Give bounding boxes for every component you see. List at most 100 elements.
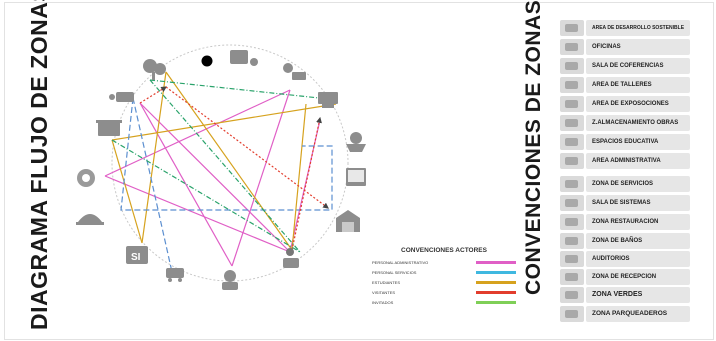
flow-guest-1 <box>149 79 301 253</box>
zone-label: ZONA DE BAÑOS <box>592 238 643 244</box>
zone-label: ZONA DE RECEPCION <box>592 274 657 280</box>
zone-label: OFICINAS <box>592 44 621 50</box>
flow-stud-4 <box>165 71 293 251</box>
legend-label: INVITADOS <box>372 300 394 305</box>
zone-label: AREA DE EXPOSOCIONES <box>592 101 669 107</box>
restroom-icon <box>560 233 584 249</box>
zone-bar <box>586 20 690 36</box>
zone-item-admin: AREA ADMINISTRATIVA <box>560 153 690 169</box>
flow-visit-1 <box>139 86 168 104</box>
zone-bar <box>586 176 690 192</box>
zone-bar <box>586 269 690 285</box>
zone-bar <box>586 153 690 169</box>
zone-nodes: SI <box>76 50 366 290</box>
exhibition-icon <box>318 92 338 108</box>
trees-icon <box>143 59 166 80</box>
warehouse-icon <box>336 210 360 232</box>
flow-stud-5 <box>291 103 307 251</box>
office-icon <box>283 63 306 80</box>
conference-icon <box>109 92 134 102</box>
conference-icon <box>560 58 584 74</box>
flow-admin-4 <box>139 102 291 253</box>
zone-label: AUDITORIOS <box>592 256 630 262</box>
systems-icon <box>560 195 584 211</box>
zone-bar <box>586 251 690 267</box>
zone-bar <box>586 77 690 93</box>
zone-item-sustainable: AREA DE DESARROLLO SOSTENIBLE <box>560 20 690 36</box>
services-icon <box>230 50 258 66</box>
zone-label: AREA DE TALLERES <box>592 82 652 88</box>
flow-admin-3 <box>139 102 233 267</box>
legend-swatch <box>476 281 516 284</box>
flow-guest-3 <box>149 79 339 101</box>
zone-item-restrooms: ZONA DE BAÑOS <box>560 233 690 249</box>
sustainable-icon <box>346 132 366 152</box>
warehouse-icon <box>560 115 584 131</box>
flow-stud-3 <box>141 71 167 244</box>
services-icon <box>560 176 584 192</box>
zone-bar <box>586 287 690 303</box>
zone-bar <box>586 306 690 322</box>
flow-serv-1 <box>120 97 333 211</box>
office-icon <box>560 39 584 55</box>
systems-icon: SI <box>126 246 148 264</box>
admin-icon <box>283 248 299 268</box>
education-icon <box>560 134 584 150</box>
zone-item-offices: OFICINAS <box>560 39 690 55</box>
legend-label: VISITANTES <box>372 290 396 295</box>
parking-icon <box>166 268 184 282</box>
zone-item-systems: SALA DE SISTEMAS <box>560 195 690 211</box>
admin-icon <box>560 153 584 169</box>
legend-swatch <box>476 261 516 264</box>
zone-item-parking: ZONA PARQUEADEROS <box>560 306 690 322</box>
workshop-icon <box>96 120 122 136</box>
legend-swatch <box>476 291 516 294</box>
zone-label: SALA DE COFERENCIAS <box>592 63 664 69</box>
actors-legend-title: CONVENCIONES ACTORES <box>401 247 487 254</box>
zone-bar <box>586 39 690 55</box>
legend-label: PERSONAL ADMINISTRATIVO <box>372 260 429 265</box>
zone-label: ZONA VERDES <box>592 291 643 298</box>
legend-swatch <box>476 271 516 274</box>
zone-item-reception: ZONA DE RECEPCION <box>560 269 690 285</box>
flow-admin-5 <box>104 175 291 253</box>
parking-icon <box>560 306 584 322</box>
svg-text:SI: SI <box>131 252 141 263</box>
flow-visit-3 <box>291 116 322 251</box>
legend-swatch <box>476 301 516 304</box>
zone-item-education: ESPACIOS EDUCATIVA <box>560 134 690 150</box>
flow-admin-1 <box>104 89 291 177</box>
zone-item-green: ZONA VERDES <box>560 287 690 303</box>
tree-icon <box>560 287 584 303</box>
zone-bar <box>586 96 690 112</box>
zone-label: SALA DE SISTEMAS <box>592 200 651 206</box>
zone-item-services: ZONA DE SERVICIOS <box>560 176 690 192</box>
zone-bar <box>586 214 690 230</box>
education-icon <box>346 168 366 186</box>
restaurant-icon <box>76 214 104 225</box>
legend-label: ESTUDIANTES <box>372 280 401 285</box>
zone-bar <box>586 134 690 150</box>
zone-label: AREA ADMINISTRATIVA <box>592 158 661 164</box>
zone-item-storage: Z.ALMACENAMIENTO OBRAS <box>560 115 690 131</box>
zone-item-restaurant: ZONA RESTAURACION <box>560 214 690 230</box>
zone-label: ZONA PARQUEADEROS <box>592 310 668 317</box>
zone-label: AREA DE DESARROLLO SOSTENIBLE <box>592 25 685 31</box>
flow-stud-2 <box>111 139 143 244</box>
zone-item-workshops: AREA DE TALLERES <box>560 77 690 93</box>
restroom-icon <box>77 169 95 187</box>
flow-guest-2 <box>111 139 301 253</box>
flow-stud-1 <box>111 103 337 141</box>
exhibition-icon <box>560 96 584 112</box>
flow-lines <box>104 71 339 273</box>
zone-item-exhibitions: AREA DE EXPOSOCIONES <box>560 96 690 112</box>
zone-label: ESPACIOS EDUCATIVA <box>592 139 659 145</box>
zone-bar <box>586 58 690 74</box>
auditorium-icon <box>560 251 584 267</box>
reception-icon <box>560 269 584 285</box>
restaurant-icon <box>560 214 584 230</box>
zone-bar <box>586 233 690 249</box>
top-marker-dot <box>201 55 213 67</box>
zone-label: ZONA DE SERVICIOS <box>592 181 654 187</box>
